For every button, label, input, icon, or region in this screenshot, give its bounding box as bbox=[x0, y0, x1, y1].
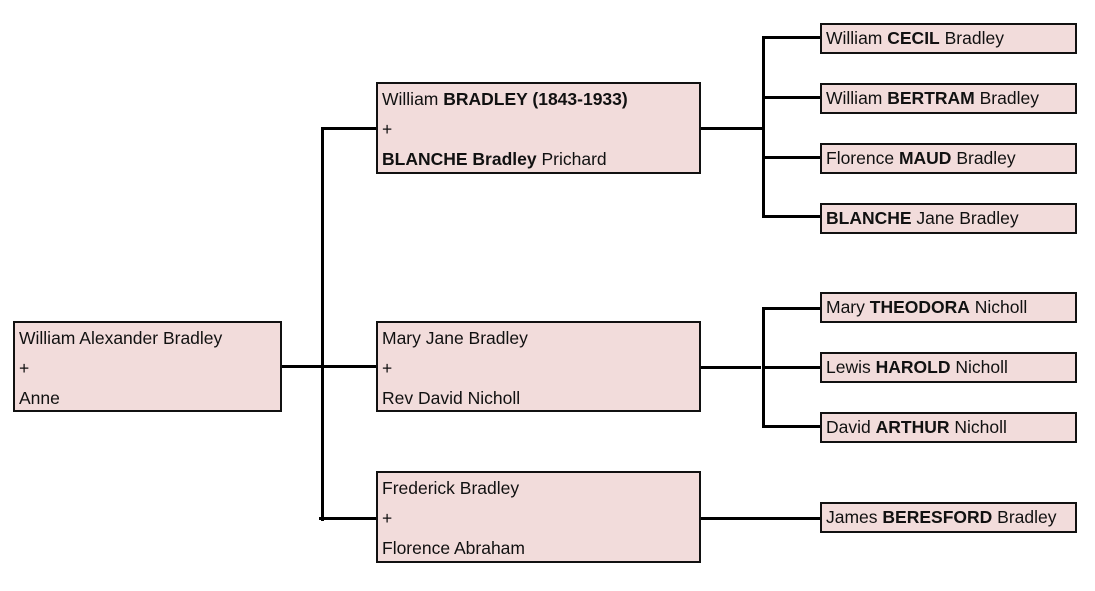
child-name: William BERTRAM Bradley bbox=[826, 85, 1075, 112]
name-text: Rev David Nicholl bbox=[382, 388, 521, 408]
connector-to-couple-2 bbox=[319, 517, 376, 520]
plus-sign: + bbox=[382, 503, 699, 533]
name-emphasis: BLANCHE Bradley bbox=[382, 149, 537, 169]
plus-sign: + bbox=[382, 114, 699, 144]
name-text: + bbox=[382, 508, 393, 528]
spouse-name: Florence Abraham bbox=[382, 533, 699, 563]
name-text: Jane Bradley bbox=[911, 208, 1019, 228]
connector-child bbox=[762, 215, 820, 218]
child-box: David ARTHUR Nicholl bbox=[820, 412, 1077, 443]
name-text: Lewis bbox=[826, 357, 876, 377]
name-text: James bbox=[826, 507, 883, 527]
name-emphasis: THEODORA bbox=[869, 297, 970, 317]
person-name: William Alexander Bradley bbox=[19, 323, 280, 353]
child-name: James BERESFORD Bradley bbox=[826, 504, 1075, 531]
name-text: William bbox=[826, 88, 888, 108]
name-text: William Alexander Bradley bbox=[19, 328, 223, 348]
child-box: Florence MAUD Bradley bbox=[820, 143, 1077, 174]
name-text: Mary Jane Bradley bbox=[382, 328, 528, 348]
child-name: Lewis HAROLD Nicholl bbox=[826, 354, 1075, 381]
name-text: Bradley bbox=[939, 28, 1004, 48]
name-emphasis: BERTRAM bbox=[887, 88, 975, 108]
child-box: William CECIL Bradley bbox=[820, 23, 1077, 54]
connector-child bbox=[762, 366, 820, 369]
child-box: James BERESFORD Bradley bbox=[820, 502, 1077, 533]
name-text: Nicholl bbox=[969, 297, 1028, 317]
name-text: Prichard bbox=[536, 149, 607, 169]
name-text: William bbox=[382, 89, 444, 109]
name-text: + bbox=[382, 119, 393, 139]
name-text: Bradley bbox=[992, 507, 1057, 527]
name-text: David bbox=[826, 417, 876, 437]
name-emphasis: BERESFORD bbox=[882, 507, 993, 527]
person-name: Mary Jane Bradley bbox=[382, 323, 699, 353]
plus-sign: + bbox=[382, 353, 699, 383]
name-text: Florence Abraham bbox=[382, 538, 525, 558]
name-text: + bbox=[382, 358, 393, 378]
name-text: + bbox=[19, 358, 30, 378]
couple-box-mary-jane-david: Mary Jane Bradley + Rev David Nicholl bbox=[376, 321, 701, 412]
couple-box-william-blanche: William BRADLEY (1843-1933) + BLANCHE Brad… bbox=[376, 82, 701, 174]
connector-couple-2-out bbox=[701, 517, 820, 520]
name-text: Bradley bbox=[974, 88, 1039, 108]
connector-couple-0-trunk bbox=[762, 36, 765, 217]
connector-couple-1-out bbox=[701, 366, 761, 369]
name-emphasis: MAUD bbox=[898, 148, 952, 168]
name-text: Bradley bbox=[951, 148, 1016, 168]
child-name: BLANCHE Jane Bradley bbox=[826, 205, 1075, 232]
person-name: Frederick Bradley bbox=[382, 473, 699, 503]
child-box: Lewis HAROLD Nicholl bbox=[820, 352, 1077, 383]
name-emphasis: BRADLEY (1843-1933) bbox=[443, 89, 628, 109]
connector-child bbox=[762, 156, 820, 159]
name-text: Nicholl bbox=[949, 417, 1007, 437]
child-box: William BERTRAM Bradley bbox=[820, 83, 1077, 114]
spouse-name: BLANCHE Bradley Prichard bbox=[382, 144, 699, 174]
name-text: Frederick Bradley bbox=[382, 478, 520, 498]
child-box: BLANCHE Jane Bradley bbox=[820, 203, 1077, 234]
connector-root-trunk bbox=[321, 127, 324, 521]
connector-child bbox=[762, 425, 820, 428]
name-text: Florence bbox=[826, 148, 899, 168]
couple-box-frederick-florence: Frederick Bradley + Florence Abraham bbox=[376, 471, 701, 563]
connector-to-couple-0 bbox=[321, 127, 376, 130]
name-emphasis: ARTHUR bbox=[875, 417, 950, 437]
connector-child bbox=[762, 96, 820, 99]
name-text: Mary bbox=[826, 297, 870, 317]
connector-child bbox=[762, 307, 820, 310]
child-name: Florence MAUD Bradley bbox=[826, 145, 1075, 172]
spouse-name: Anne bbox=[19, 383, 280, 413]
spouse-name: Rev David Nicholl bbox=[382, 383, 699, 413]
name-text: Anne bbox=[19, 388, 60, 408]
name-emphasis: CECIL bbox=[887, 28, 940, 48]
person-name: William BRADLEY (1843-1933) bbox=[382, 84, 699, 114]
child-name: David ARTHUR Nicholl bbox=[826, 414, 1075, 441]
plus-sign: + bbox=[19, 353, 280, 383]
connector-root-out bbox=[282, 365, 376, 368]
child-name: Mary THEODORA Nicholl bbox=[826, 294, 1075, 321]
connector-child bbox=[762, 36, 820, 39]
child-box: Mary THEODORA Nicholl bbox=[820, 292, 1077, 323]
name-emphasis: BLANCHE bbox=[826, 208, 912, 228]
root-couple-box: William Alexander Bradley + Anne bbox=[13, 321, 282, 412]
name-text: William bbox=[826, 28, 888, 48]
name-text: Nicholl bbox=[950, 357, 1008, 377]
name-emphasis: HAROLD bbox=[875, 357, 951, 377]
connector-couple-0-out bbox=[701, 127, 765, 130]
child-name: William CECIL Bradley bbox=[826, 25, 1075, 52]
